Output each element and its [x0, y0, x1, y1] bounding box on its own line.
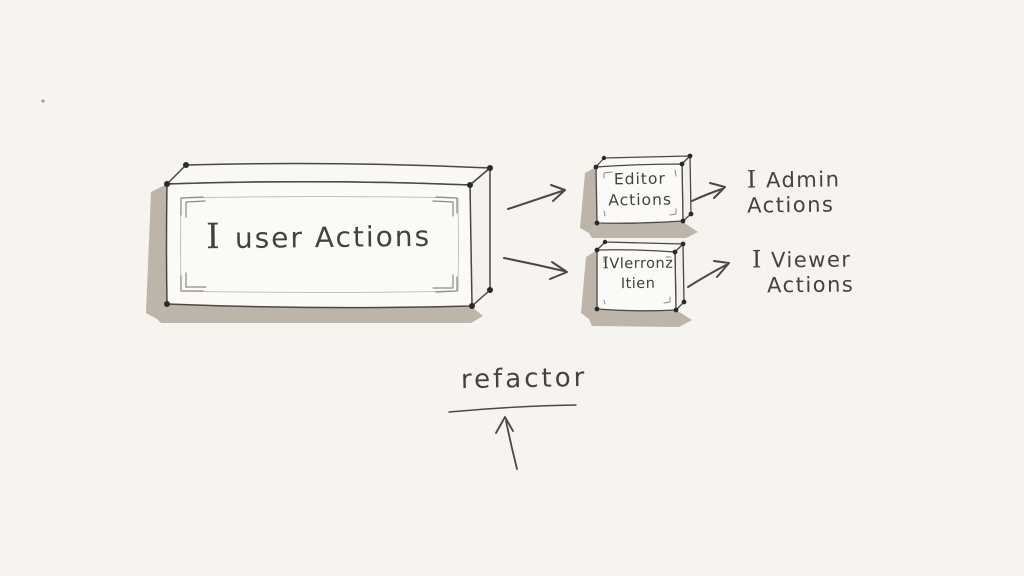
arrow-editor-to-admin: [691, 182, 726, 202]
arrow-main-to-viewer: [503, 257, 568, 280]
main-box-corner-brackets: [180, 196, 458, 293]
refactor-underline: [448, 404, 577, 413]
editor-box-bottom-shade: [589, 222, 698, 238]
viewer-box-label-line2: Itien: [620, 275, 656, 293]
arrow-main-to-editor: [507, 184, 566, 210]
arrow-viewer-to-viewer-label: [687, 260, 730, 288]
refactor-arrow: [495, 416, 518, 470]
admin-actions-label: I Admin Actions: [747, 166, 841, 218]
viewer-box-corner-ticks: [603, 256, 672, 305]
editor-box: [580, 153, 698, 238]
viewer-box-label-line1-text: Vlerronz: [609, 255, 674, 273]
editor-box-left-shade: [580, 167, 597, 233]
editor-box-label-line2: Actions: [608, 190, 673, 210]
main-box-left-shade: [146, 184, 167, 319]
viewer-box-bottom-shade: [589, 310, 692, 327]
viewer-box-label-line1: IVlerronz: [599, 253, 677, 275]
main-box-right-face: [469, 167, 491, 307]
viewer-box-left-shade: [581, 250, 597, 319]
viewer-box-corner-dots: [594, 239, 687, 313]
admin-label-line1-text: Admin: [765, 167, 841, 193]
viewer-box-label: IVlerronz Itien: [599, 253, 677, 295]
main-box-label: I user Actions: [206, 215, 436, 257]
editor-box-label: Editor Actions: [599, 168, 682, 211]
editor-box-label-line1: Editor: [613, 169, 666, 189]
main-box: [146, 162, 493, 323]
editor-box-corner-dots: [593, 153, 694, 226]
viewer-box: [581, 239, 692, 327]
main-box-label-text: user Actions: [234, 219, 432, 255]
admin-label-line2: Actions: [747, 192, 835, 218]
viewer-actions-label: I Viewer Actions: [751, 245, 855, 299]
viewer-interface-i: I: [751, 245, 763, 274]
editor-box-corner-ticks: [603, 169, 677, 217]
viewer-label-line1-text: Viewer: [770, 247, 852, 273]
viewer-label-line1: I Viewer: [751, 245, 852, 274]
refactor-annotation: refactor: [460, 362, 588, 396]
admin-label-line1: I Admin: [746, 165, 841, 194]
main-box-interface-i: I: [205, 217, 223, 258]
pen-speck: [41, 99, 45, 103]
viewer-label-line2: Actions: [767, 272, 855, 298]
admin-interface-i: I: [746, 165, 758, 194]
main-box-bottom-shade: [157, 305, 483, 323]
main-box-corner-dots: [164, 162, 493, 309]
